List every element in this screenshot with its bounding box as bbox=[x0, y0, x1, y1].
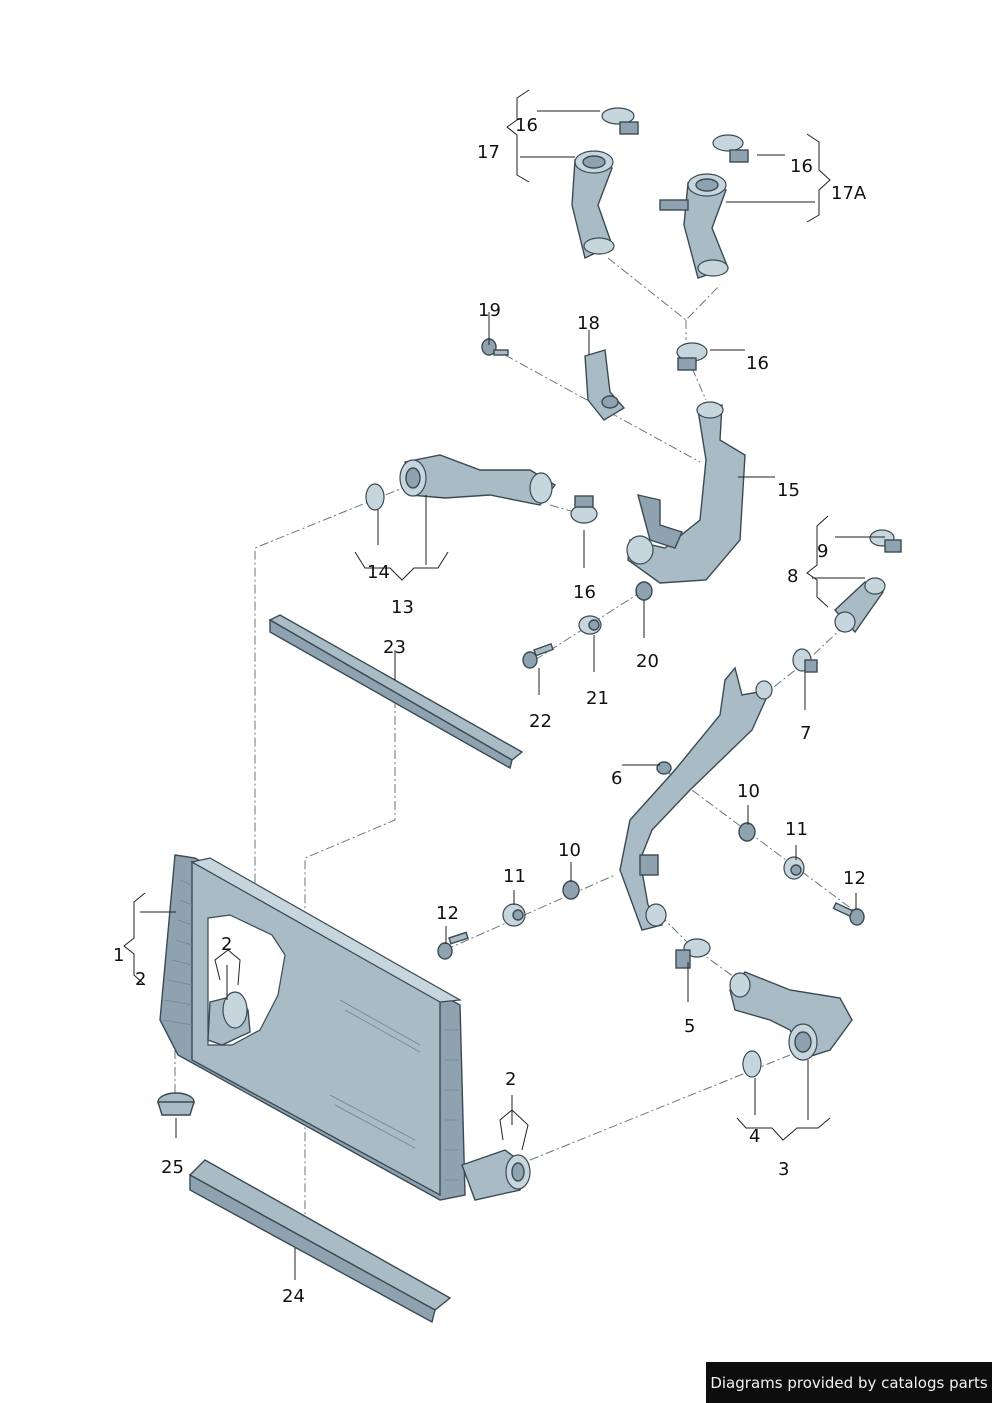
clamp-16-top-left bbox=[601, 107, 639, 135]
pipe-6 bbox=[619, 666, 773, 931]
clamp-9 bbox=[869, 529, 902, 553]
bolt-22 bbox=[522, 642, 554, 669]
callout-15: 15 bbox=[777, 480, 800, 501]
callout-16-lower: 16 bbox=[573, 582, 596, 603]
clamp-16-mid bbox=[676, 342, 708, 371]
clamp-16-top-right bbox=[712, 134, 749, 163]
callout-24: 24 bbox=[282, 1286, 305, 1307]
callout-4: 4 bbox=[749, 1126, 760, 1147]
air-guide-24 bbox=[188, 1159, 452, 1324]
callout-2-right: 2 bbox=[505, 1069, 516, 1090]
grommet-10-left bbox=[562, 880, 580, 900]
bushing-11-right bbox=[783, 856, 805, 880]
callout-5: 5 bbox=[684, 1016, 695, 1037]
callout-9: 9 bbox=[817, 541, 828, 562]
callout-25: 25 bbox=[161, 1157, 184, 1178]
callout-1: 1 bbox=[113, 945, 124, 966]
air-guide-23 bbox=[268, 614, 524, 770]
ring-4 bbox=[742, 1050, 762, 1078]
callout-8: 8 bbox=[787, 566, 798, 587]
credit-text: Diagrams provided by catalogs parts bbox=[710, 1373, 988, 1392]
intercooler-1 bbox=[159, 854, 531, 1201]
bolt-12-right bbox=[832, 902, 865, 926]
callout-10-left: 10 bbox=[558, 840, 581, 861]
bolt-19 bbox=[481, 338, 509, 356]
callout-6: 6 bbox=[611, 768, 622, 789]
callout-17a: 17A bbox=[831, 183, 867, 204]
callout-12-right: 12 bbox=[843, 868, 866, 889]
hose-8 bbox=[834, 577, 886, 634]
callout-16-top-left: 16 bbox=[515, 115, 538, 136]
grommet-25 bbox=[157, 1092, 195, 1116]
callout-11-right: 11 bbox=[785, 819, 808, 840]
hose-3 bbox=[729, 971, 853, 1061]
callout-12-left: 12 bbox=[436, 903, 459, 924]
callout-13: 13 bbox=[391, 597, 414, 618]
clip-2-upper bbox=[214, 949, 241, 986]
callout-11-left: 11 bbox=[503, 866, 526, 887]
clamp-7 bbox=[792, 648, 818, 673]
callout-20: 20 bbox=[636, 651, 659, 672]
clamp-5 bbox=[675, 938, 711, 969]
callout-10-right: 10 bbox=[737, 781, 760, 802]
callout-21: 21 bbox=[586, 688, 609, 709]
ring-14 bbox=[365, 483, 385, 511]
leader-lines bbox=[123, 89, 885, 1280]
bushing-11-left bbox=[502, 903, 526, 927]
callout-16-mid: 16 bbox=[746, 353, 769, 374]
callout-labels: 1 2 2 2 3 4 5 6 7 8 9 10 10 11 11 12 12 … bbox=[113, 115, 867, 1307]
callout-23: 23 bbox=[383, 637, 406, 658]
hose-17a bbox=[659, 173, 729, 279]
callout-14: 14 bbox=[367, 562, 390, 583]
callout-19: 19 bbox=[478, 300, 501, 321]
hose-17 bbox=[571, 150, 615, 260]
callout-7: 7 bbox=[800, 723, 811, 744]
bolt-12-left bbox=[437, 931, 469, 960]
pipe-15 bbox=[626, 401, 746, 584]
clip-2-lower bbox=[499, 1109, 529, 1151]
callout-2-inner: 2 bbox=[221, 934, 232, 955]
grommet-20 bbox=[635, 581, 653, 601]
callout-3: 3 bbox=[778, 1159, 789, 1180]
callout-17: 17 bbox=[477, 142, 500, 163]
bushing-21 bbox=[578, 615, 602, 635]
grommet-10-right bbox=[738, 822, 756, 842]
callout-18: 18 bbox=[577, 313, 600, 334]
clamp-16-lower bbox=[570, 495, 598, 524]
callout-16-top-right: 16 bbox=[790, 156, 813, 177]
callout-22: 22 bbox=[529, 711, 552, 732]
hose-13 bbox=[399, 454, 557, 506]
sensor-18 bbox=[584, 349, 626, 421]
credit-banner: Diagrams provided by catalogs parts bbox=[706, 1362, 992, 1403]
callout-2-left: 2 bbox=[135, 969, 146, 990]
